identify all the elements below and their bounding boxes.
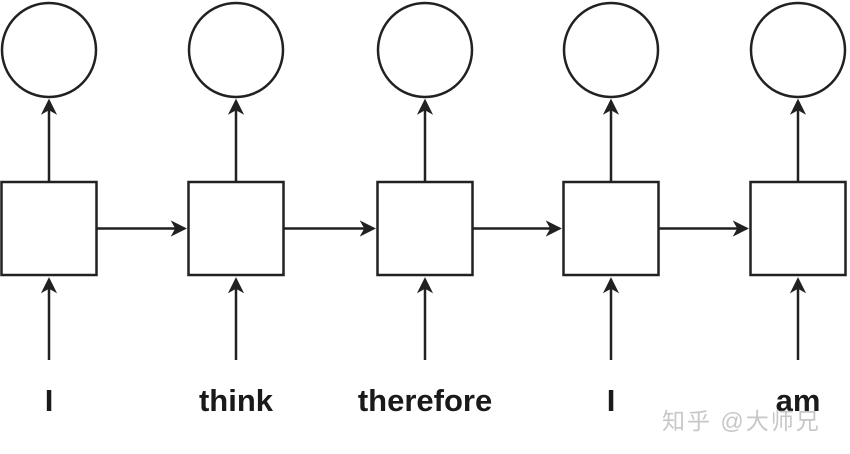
input-word: think [199,383,274,418]
hidden-square [562,180,660,277]
output-circle [187,1,285,99]
hidden-square [0,180,98,277]
input-word: I [607,383,616,418]
input-word: therefore [358,383,492,418]
output-circle [562,1,660,99]
output-circle [0,1,98,99]
hidden-square [749,180,847,277]
hidden-square [376,180,474,277]
input-word: I [45,383,54,418]
output-circle [376,1,474,99]
output-circle [749,1,847,99]
hidden-square [187,180,285,277]
input-word: am [776,383,821,418]
